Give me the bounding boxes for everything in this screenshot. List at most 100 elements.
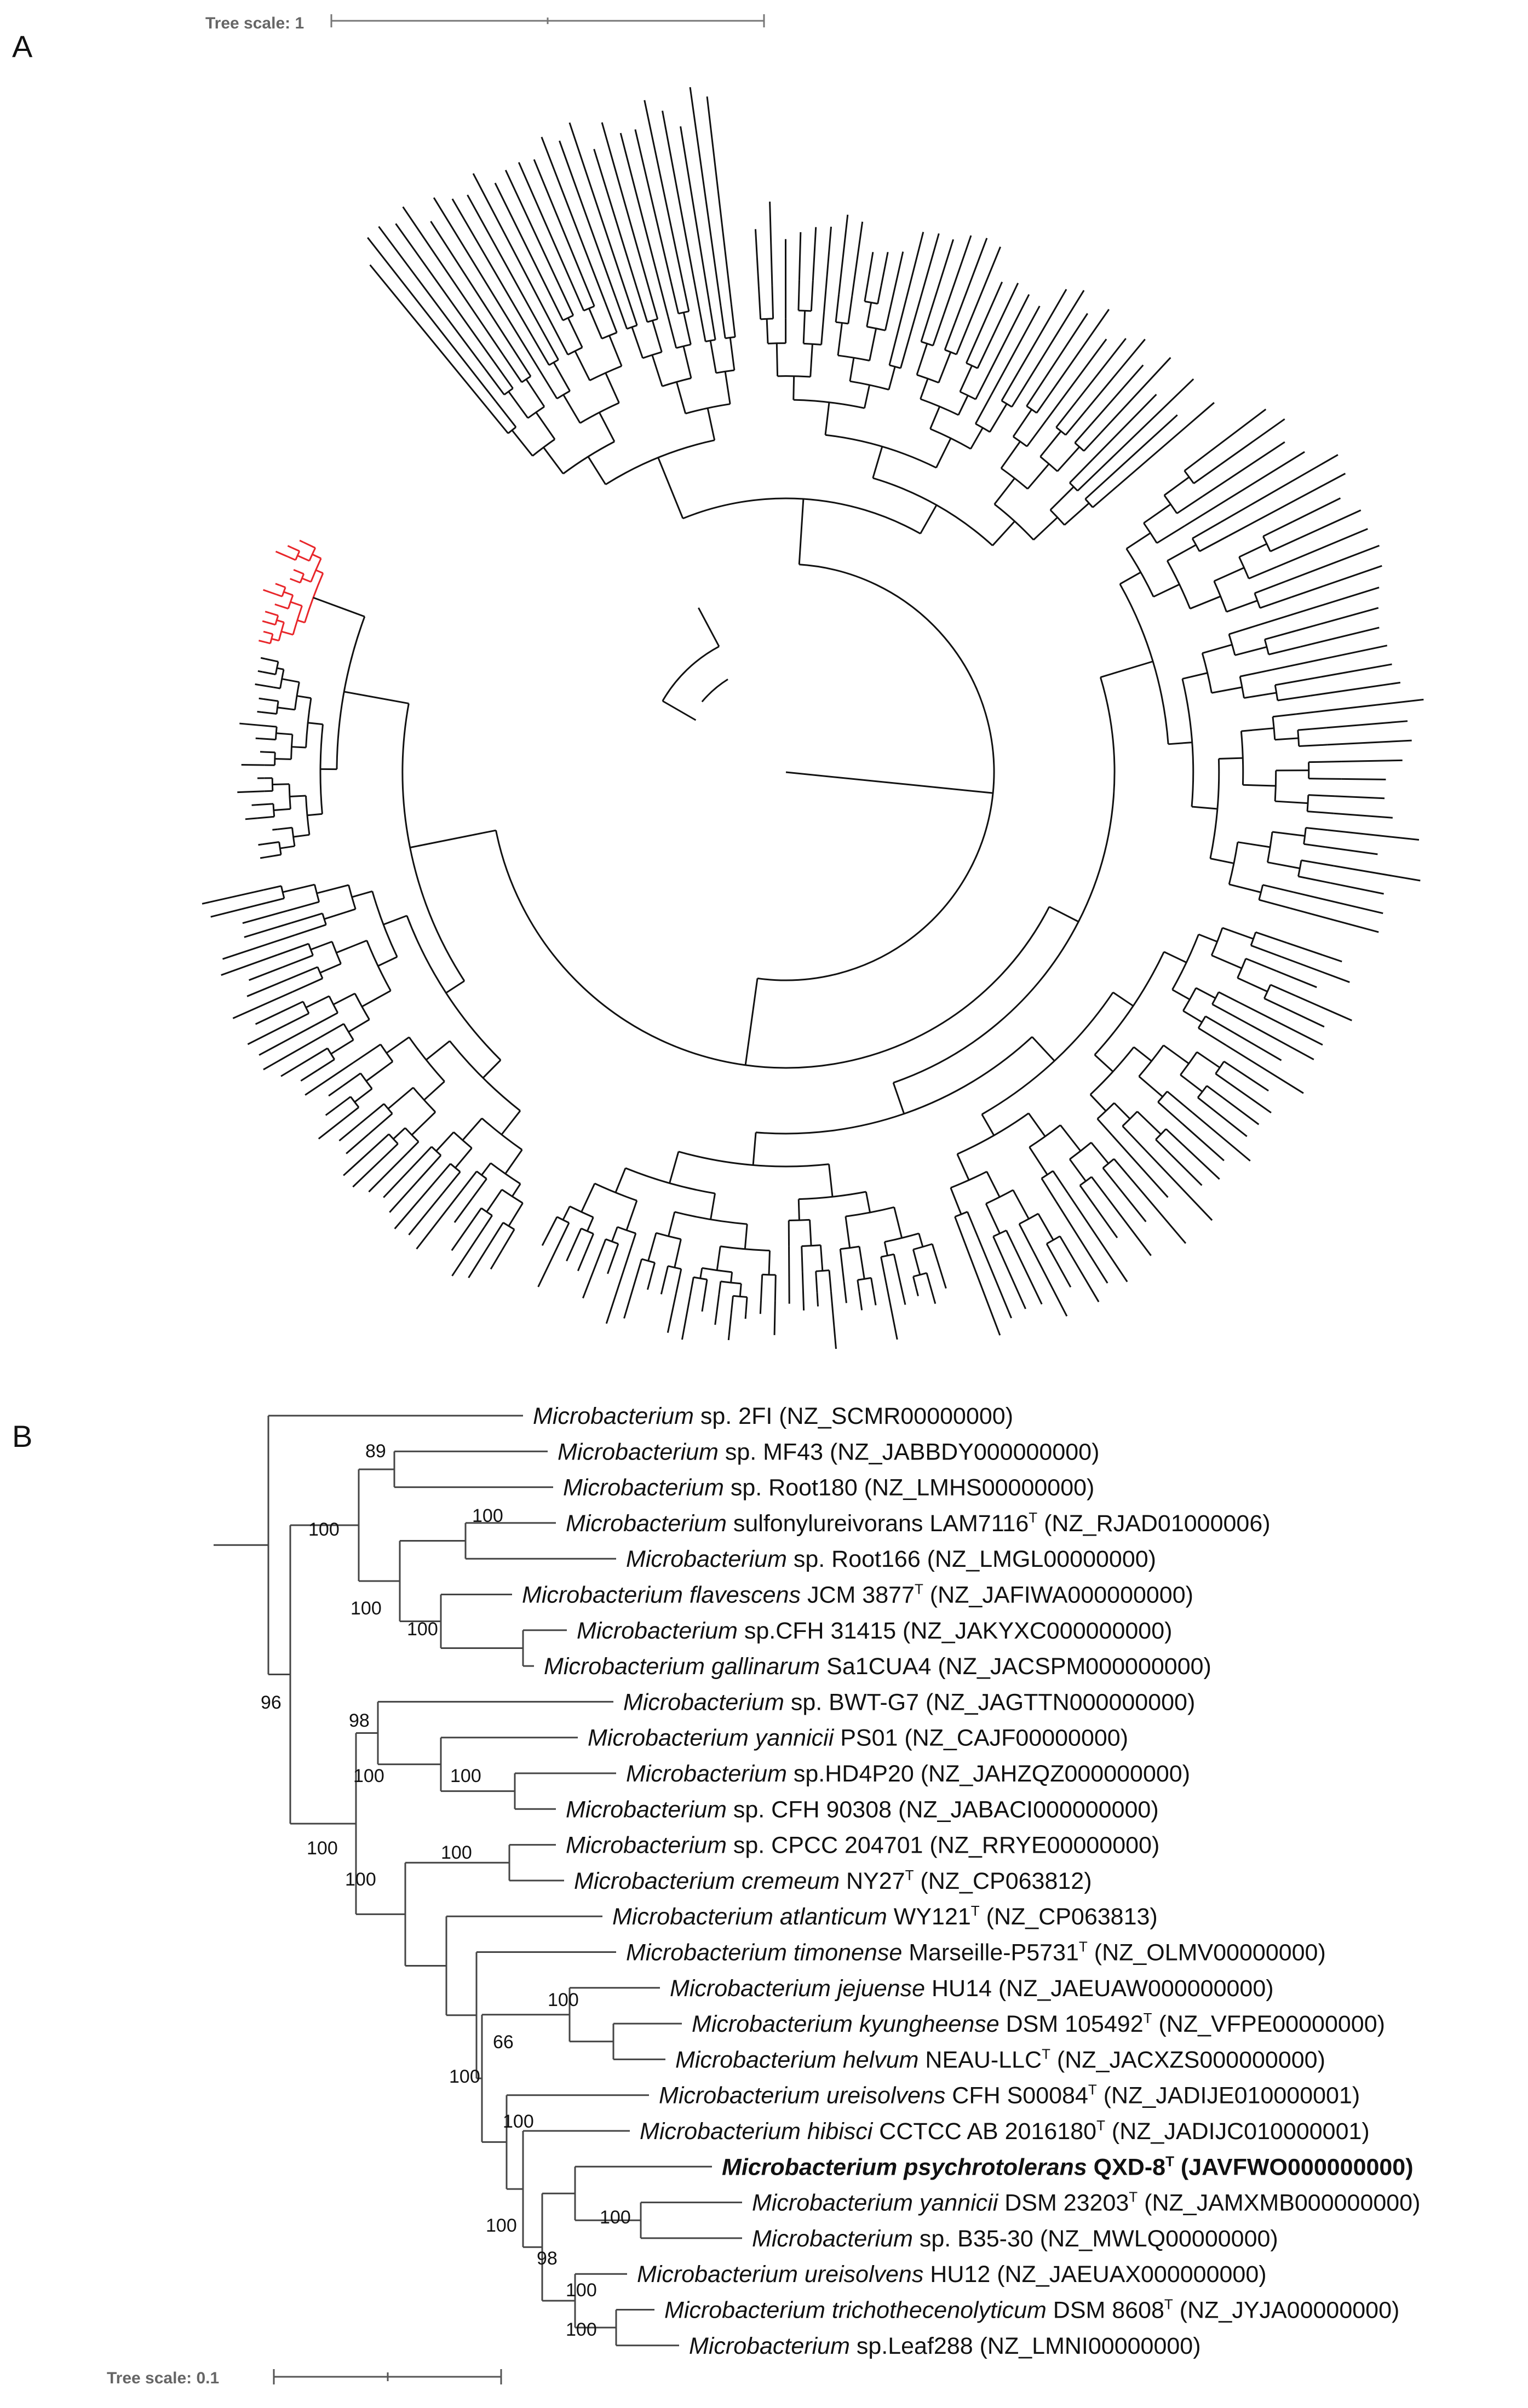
tree-a-branch [279,669,285,689]
tree-a-branch [539,370,558,399]
tree-a-branch [556,390,571,400]
tree-a-branch [467,194,543,332]
taxon-strain: WY121 [887,1904,971,1930]
tree-a-branch [319,963,342,974]
tree-a-branch [455,1147,473,1169]
tree-a-branch [272,783,290,786]
tree-a-branch [625,1167,715,1194]
tree-a-branch [570,280,585,311]
tree-a-branch [1210,927,1223,956]
tree-a-branch [1213,1109,1248,1137]
tree-a-branch [815,1271,818,1293]
tree-a-branch [282,883,315,893]
tree-a-branch [957,395,969,416]
tree-a-branch [650,1262,656,1278]
tree-a-branch [310,558,322,583]
tree-a-branch [1049,906,1079,923]
tree-a-branch [406,1141,420,1154]
tree-a-branch [511,429,533,457]
tree-a-branch [915,1288,919,1296]
tree-a-branch [1052,1170,1069,1194]
tree-a-branch [1211,1003,1233,1016]
tree-a-branch [1074,442,1085,452]
tree-a-branch [771,285,774,319]
tree-a-branch [275,550,288,558]
tree-a-branch [290,734,294,760]
tree-a-branch [297,570,305,575]
tree-a-branch [798,498,805,565]
tree-a-branch [809,1220,812,1246]
taxon-genus: Microbacterium [623,1689,784,1715]
tree-a-branch [336,939,367,954]
tree-a-branch [986,1171,1001,1198]
panel-label-b: B [12,1419,33,1453]
tree-a-branch [338,1123,360,1142]
tree-a-branch [619,133,669,317]
tree-a-branch [433,197,541,371]
tree-a-branch [662,111,700,309]
taxon-genus: Microbacterium yannicii [588,1725,835,1751]
type-strain-mark: T [1096,2117,1105,2134]
support-value: 98 [349,1710,370,1731]
tree-a-branch [625,294,638,326]
tree-a-branch [1027,1112,1046,1137]
tree-a-branch [920,398,959,416]
tree-a-branch [1026,419,1048,447]
support-value: 98 [537,2248,558,2269]
support-value: 100 [308,1519,340,1540]
tree-a-branch [730,1296,734,1313]
taxon-label: Microbacterium trichothecenolyticum DSM … [664,2296,1399,2324]
taxon-strain: CCTCC AB 2016180 [872,2118,1096,2145]
tree-a-branch [255,1011,282,1025]
tree-a-branch [261,725,277,728]
tree-a-branch [662,700,697,721]
taxon-strain: NEAU-LLC [918,2047,1042,2073]
type-strain-mark: T [1088,2082,1097,2098]
taxon-label: Microbacterium helvum NEAU-LLCT (NZ_JACX… [675,2045,1325,2073]
taxon-strain: PS01 (NZ_CAJF00000000) [834,1725,1128,1751]
tree-a-branch [1049,509,1065,526]
tree-a-branch [291,547,300,552]
tree-a-branch [1182,1123,1225,1162]
tree-a-branch [416,1190,463,1250]
tree-a-branch [909,233,940,337]
tree-a-branch [1083,432,1102,452]
tree-a-branch [1218,991,1240,1003]
taxon-label: Microbacterium sp.HD4P20 (NZ_JAHZQZ00000… [626,1761,1190,1787]
tree-a-branch [1067,1193,1128,1283]
tree-a-branch [1199,535,1229,553]
tree-a-branch [1092,394,1157,460]
tree-a-branch [343,1150,372,1176]
tree-a-branch [281,630,294,636]
tree-a-branch [293,834,310,838]
tree-a-branch [744,1224,748,1249]
tree-a-branch [1288,1009,1325,1028]
tree-a-branch [282,678,300,683]
tree-a-branch [1077,467,1102,492]
tree-a-branch [1198,1027,1227,1047]
tree-a-branch [594,1182,637,1202]
tree-a-branch [290,601,302,607]
tree-a-branch [724,371,731,404]
tree-a-branch [441,1171,461,1194]
tree-a-branch [667,316,677,348]
taxon-label: Microbacterium flavescens JCM 3877T (NZ_… [522,1581,1193,1608]
tree-a-branch [1196,987,1216,999]
tree-a-branch [985,1189,1014,1205]
tree-a-branch [377,956,398,967]
tree-a-branch [318,1118,344,1140]
tree-a-branch [1222,1097,1260,1125]
tree-a-branch [1243,784,1276,787]
tree-a-branch [263,698,279,702]
taxon-accession: (NZ_OLMV00000000) [1088,1940,1326,1966]
tree-a-branch [1069,1253,1100,1302]
taxon-label: Microbacterium kyungheense DSM 105492T (… [692,2010,1385,2037]
tree-a-branch [1263,984,1272,999]
tree-a-branch [634,129,672,282]
tree-a-branch [1044,313,1088,380]
tree-a-branch [929,428,972,450]
tree-a-branch [916,343,928,375]
tree-a-branch [670,281,680,314]
tree-a-branch [307,813,323,817]
taxon-label: Microbacterium gallinarum Sa1CUA4 (NZ_JA… [544,1653,1211,1680]
